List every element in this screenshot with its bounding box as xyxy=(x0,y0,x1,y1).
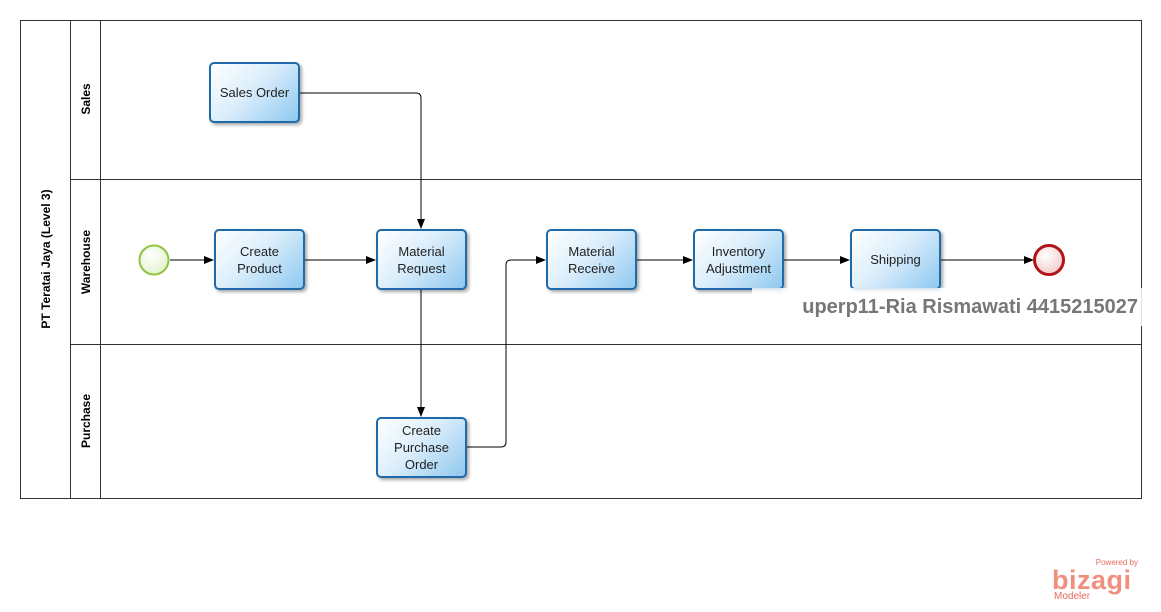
task-create-purchase-order[interactable]: Create Purchase Order xyxy=(376,417,467,478)
task-label: Create Product xyxy=(237,243,282,276)
brand-name-text: bizagi xyxy=(1052,565,1132,595)
task-inventory-adjustment[interactable]: Inventory Adjustment xyxy=(693,229,784,290)
task-shipping[interactable]: Shipping xyxy=(850,229,941,290)
end-event-icon[interactable] xyxy=(1033,244,1065,276)
start-event-icon[interactable] xyxy=(138,244,170,276)
task-label: Sales Order xyxy=(219,85,290,100)
brand-product-text: Modeler xyxy=(1054,591,1091,602)
flow-create-purchase-order-to-material-receive xyxy=(466,256,546,448)
watermark-text: uperp11-Ria Rismawati 4415215027 xyxy=(752,288,1142,326)
task-material-request[interactable]: Material Request xyxy=(376,229,467,290)
pool-border xyxy=(20,20,1142,499)
task-label: Shipping xyxy=(870,252,921,267)
lane-label-purchase: Purchase xyxy=(79,393,93,449)
task-label: Material Receive xyxy=(568,243,615,276)
brand-powered-text: Powered by xyxy=(1095,558,1138,567)
task-material-receive[interactable]: Material Receive xyxy=(546,229,637,290)
task-sales-order[interactable]: Sales Order xyxy=(209,62,300,123)
task-label: Inventory Adjustment xyxy=(705,243,772,276)
lane-label-sales: Sales xyxy=(79,83,93,115)
task-label: Material Request xyxy=(397,243,446,276)
pool-label: PT Teratai Jaya (Level 3) xyxy=(39,189,53,329)
bizagi-logo: Powered by bizagi Modeler xyxy=(1052,558,1142,604)
task-create-product[interactable]: Create Product xyxy=(214,229,305,290)
lane-label-warehouse: Warehouse xyxy=(79,229,93,295)
task-label: Create Purchase Order xyxy=(394,423,449,472)
flow-sales-order-to-material-request xyxy=(299,92,425,229)
